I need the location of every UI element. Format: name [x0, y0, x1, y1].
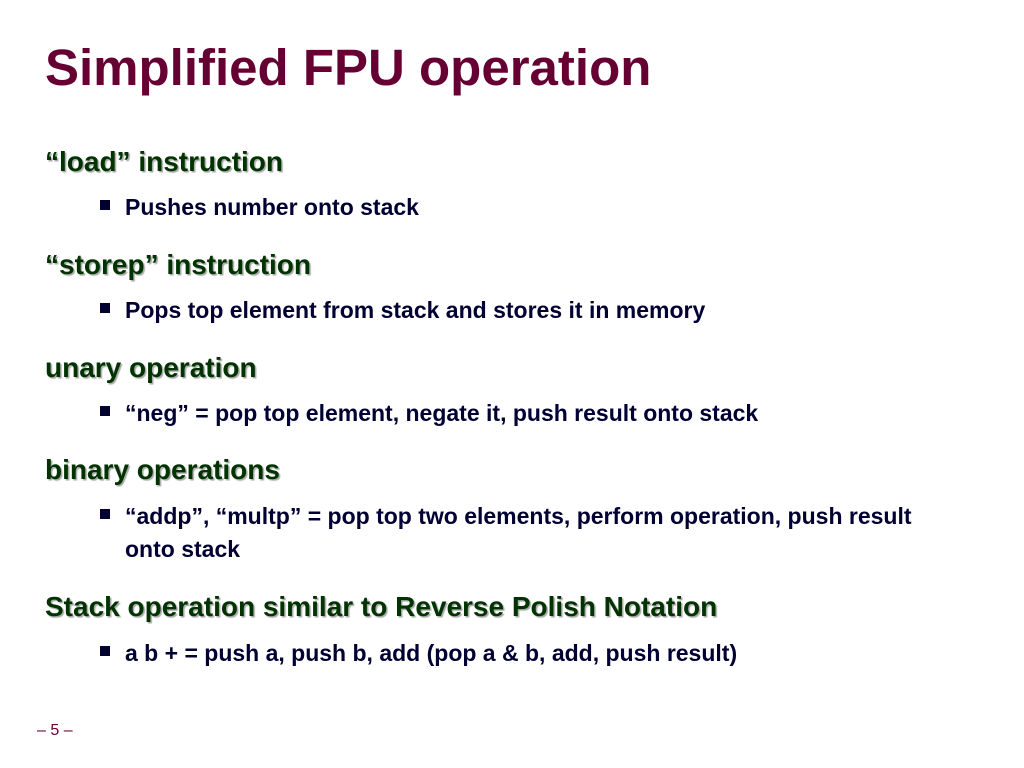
section-heading-unary: unary operation	[45, 352, 257, 383]
square-bullet-icon	[100, 509, 110, 519]
bullet-item-binary: “addp”, “multp” = pop top two elements, …	[100, 500, 980, 566]
section-heading-binary: binary operations	[45, 454, 280, 485]
section-heading-load: “load” instruction	[45, 146, 283, 177]
bullet-item-storep: Pops top element from stack and stores i…	[100, 294, 980, 327]
section-heading-rpn: Stack operation similar to Reverse Polis…	[45, 591, 718, 622]
bullet-text: “neg” = pop top element, negate it, push…	[125, 400, 759, 426]
square-bullet-icon	[100, 646, 110, 656]
bullet-item-unary: “neg” = pop top element, negate it, push…	[100, 397, 980, 430]
bullet-text: “addp”, “multp” = pop top two elements, …	[125, 503, 912, 562]
section-heading-storep: “storep” instruction	[45, 249, 312, 280]
bullet-item-load: Pushes number onto stack	[100, 191, 980, 224]
bullet-text: Pushes number onto stack	[125, 194, 419, 220]
bullet-text: a b + = push a, push b, add (pop a & b, …	[125, 640, 738, 666]
square-bullet-icon	[100, 406, 110, 416]
bullet-item-rpn: a b + = push a, push b, add (pop a & b, …	[100, 637, 980, 670]
square-bullet-icon	[100, 303, 110, 313]
slide-title: Simplified FPU operation	[45, 39, 652, 96]
bullet-text: Pops top element from stack and stores i…	[125, 297, 706, 323]
square-bullet-icon	[100, 200, 110, 210]
page-number: – 5 –	[37, 722, 73, 739]
